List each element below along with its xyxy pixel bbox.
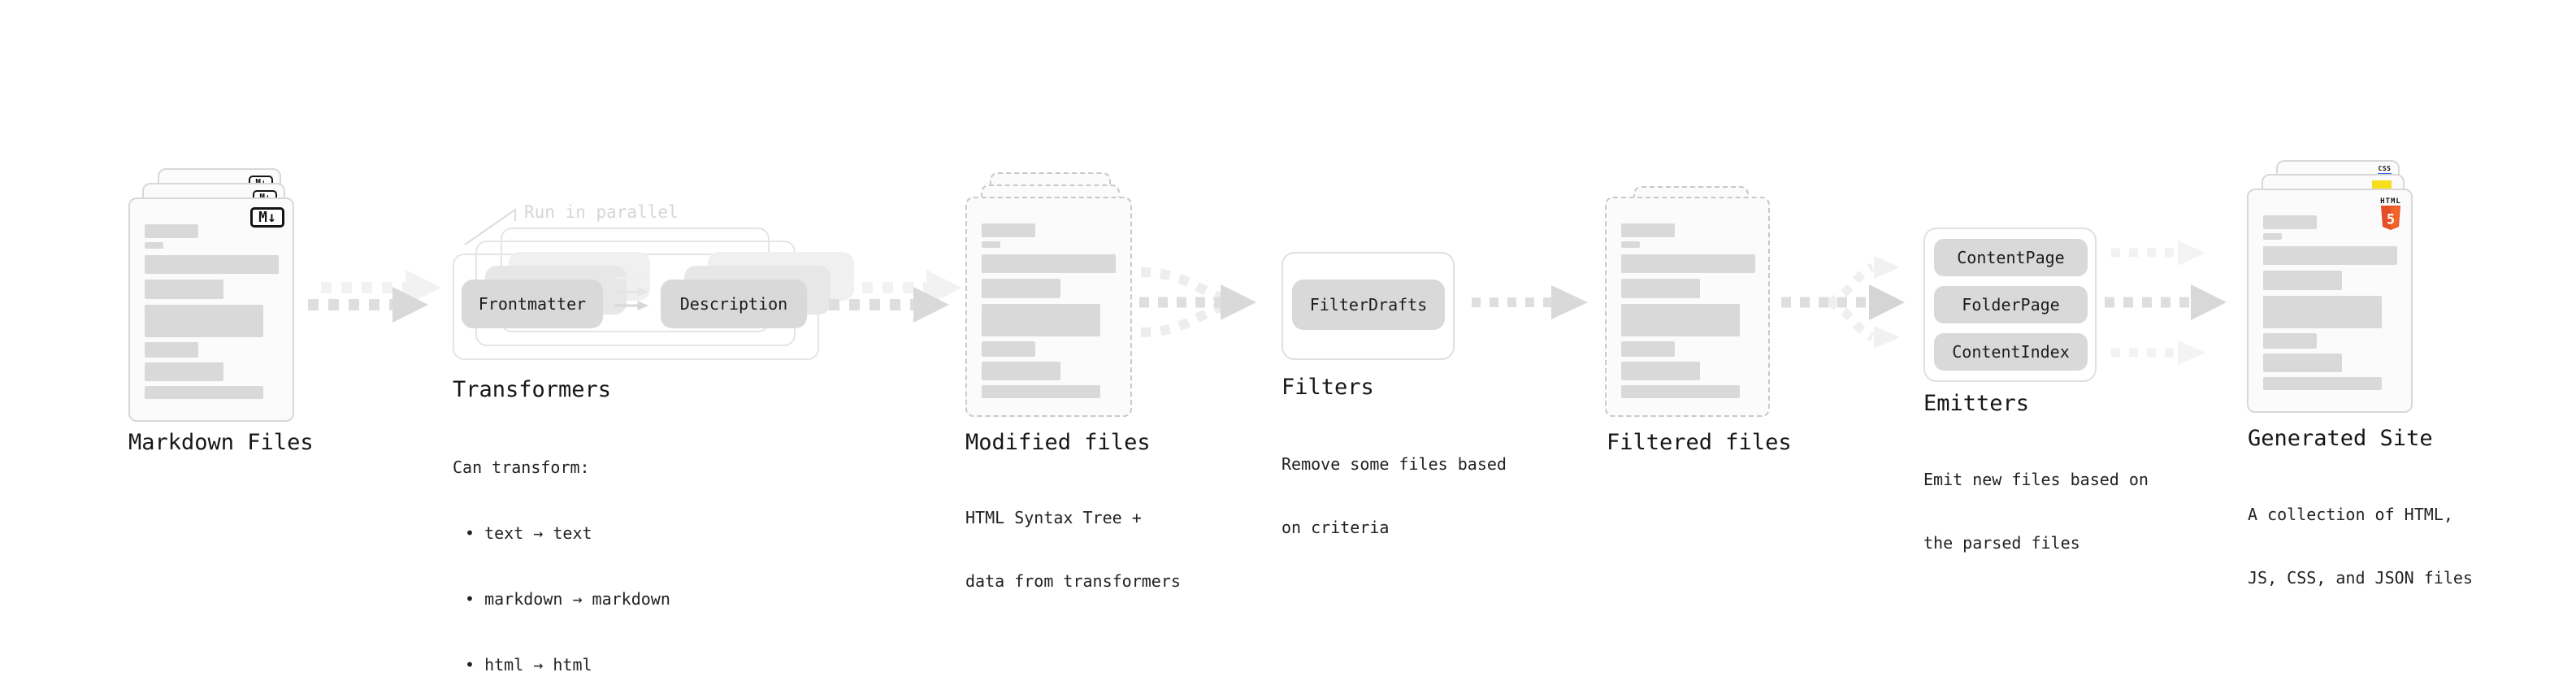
- annotation-callout-line: [464, 208, 516, 245]
- javascript-icon: [2372, 180, 2392, 189]
- text-line-placeholder: [1621, 362, 1700, 380]
- text-line-placeholder: [1621, 385, 1740, 398]
- filtered-files-label: Filtered files: [1607, 430, 1792, 455]
- filterdrafts-node: FilterDrafts: [1292, 280, 1445, 330]
- text-line-placeholder: [2263, 377, 2382, 390]
- filters-note-line: on criteria: [1281, 518, 1390, 537]
- transformers-note-item: • markdown → markdown: [465, 589, 670, 609]
- modified-file-card-front: [965, 197, 1132, 417]
- run-in-parallel-annotation: Run in parallel: [524, 202, 679, 222]
- arrow-filtered-to-emitters-split: [1781, 256, 1905, 349]
- filters-panel: FilterDrafts: [1281, 252, 1455, 360]
- filtered-files-stack: [1605, 186, 1777, 426]
- arrow-markdown-to-transformers: [308, 270, 440, 323]
- generated-site-note-line: A collection of HTML,: [2248, 505, 2453, 524]
- text-line-placeholder: [145, 305, 263, 337]
- svg-text:5: 5: [2387, 212, 2395, 228]
- html5-badge-text: HTML: [2380, 197, 2401, 206]
- transformers-note-item: • text → text: [465, 523, 592, 543]
- modified-files-note: HTML Syntax Tree + data from transformer…: [965, 465, 1181, 634]
- text-line-placeholder: [2263, 215, 2317, 229]
- filters-note-line: Remove some files based: [1281, 454, 1507, 474]
- markdown-files-stack: M↓ M↓ M↓: [128, 160, 301, 428]
- generated-site-note-line: JS, CSS, and JSON files: [2248, 568, 2473, 588]
- arrow-transformers-to-modified: [829, 270, 961, 323]
- text-line-placeholder: [2263, 233, 2282, 240]
- text-line-placeholder: [1621, 241, 1640, 248]
- arrow-modified-to-filters-merge: [1139, 267, 1256, 337]
- text-line-placeholder: [2263, 296, 2382, 328]
- text-line-placeholder: [1621, 279, 1700, 298]
- description-node: Description: [661, 280, 807, 328]
- emitters-note-line: Emit new files based on: [1923, 470, 2149, 489]
- emitters-label: Emitters: [1923, 391, 2030, 416]
- html5-shield: 5: [2381, 206, 2400, 230]
- generated-site-note: A collection of HTML, JS, CSS, and JSON …: [2248, 462, 2473, 631]
- html-file-card: HTML 5: [2247, 189, 2413, 413]
- generated-site-stack: CSS HTML 5: [2247, 160, 2419, 416]
- filtered-file-card-front: [1605, 197, 1770, 417]
- modified-files-note-line: HTML Syntax Tree +: [965, 508, 1142, 527]
- transformers-note-item: • html → html: [465, 655, 592, 674]
- text-line-placeholder: [145, 342, 198, 358]
- transformers-label: Transformers: [453, 377, 612, 402]
- contentpage-node: ContentPage: [1934, 239, 2088, 276]
- text-line-placeholder: [982, 241, 1000, 248]
- text-line-placeholder: [1621, 304, 1740, 336]
- filters-label: Filters: [1281, 375, 1374, 400]
- text-line-placeholder: [145, 242, 163, 249]
- contentindex-node: ContentIndex: [1934, 333, 2088, 371]
- folderpage-node: FolderPage: [1934, 286, 2088, 323]
- html5-icon: HTML 5: [2380, 197, 2401, 230]
- text-line-placeholder: [145, 224, 198, 238]
- modified-files-note-line: data from transformers: [965, 571, 1181, 591]
- text-line-placeholder: [982, 279, 1060, 298]
- text-line-placeholder: [145, 280, 223, 299]
- markdown-icon: M↓: [250, 207, 284, 228]
- modified-files-label: Modified files: [965, 430, 1151, 455]
- arrow-filters-to-filtered: [1472, 285, 1588, 319]
- css-badge-text: CSS: [2378, 165, 2392, 172]
- text-line-placeholder: [982, 385, 1100, 398]
- generated-site-label: Generated Site: [2248, 426, 2433, 451]
- markdown-file-card-front: M↓: [128, 197, 294, 422]
- text-line-placeholder: [145, 362, 223, 381]
- emitters-note-line: the parsed files: [1923, 533, 2080, 553]
- text-line-placeholder: [2263, 271, 2342, 290]
- text-line-placeholder: [2263, 246, 2397, 265]
- transformers-note: Can transform: • text → text • markdown …: [453, 413, 670, 681]
- text-line-placeholder: [982, 254, 1116, 273]
- transformers-group: Run in parallel Frontmatter Description: [453, 201, 854, 363]
- arrow-emitters-to-site-triple: [2105, 241, 2227, 365]
- emitters-panel: ContentPage FolderPage ContentIndex: [1923, 228, 2097, 382]
- emitters-note: Emit new files based on the parsed files: [1923, 427, 2149, 596]
- transformers-note-heading: Can transform:: [453, 458, 590, 477]
- text-line-placeholder: [1621, 341, 1675, 357]
- parallel-step-arrows: [615, 273, 649, 310]
- text-line-placeholder: [1621, 223, 1675, 237]
- text-line-placeholder: [982, 341, 1035, 357]
- filters-note: Remove some files based on criteria: [1281, 411, 1507, 580]
- text-line-placeholder: [145, 386, 263, 399]
- text-line-placeholder: [2263, 354, 2342, 372]
- markdown-files-label: Markdown Files: [128, 430, 314, 455]
- text-line-placeholder: [145, 255, 279, 274]
- frontmatter-node: Frontmatter: [462, 280, 603, 328]
- text-line-placeholder: [982, 304, 1100, 336]
- text-line-placeholder: [982, 223, 1035, 237]
- text-line-placeholder: [1621, 254, 1755, 273]
- text-line-placeholder: [982, 362, 1060, 380]
- modified-files-stack: [965, 172, 1138, 424]
- text-line-placeholder: [2263, 333, 2317, 349]
